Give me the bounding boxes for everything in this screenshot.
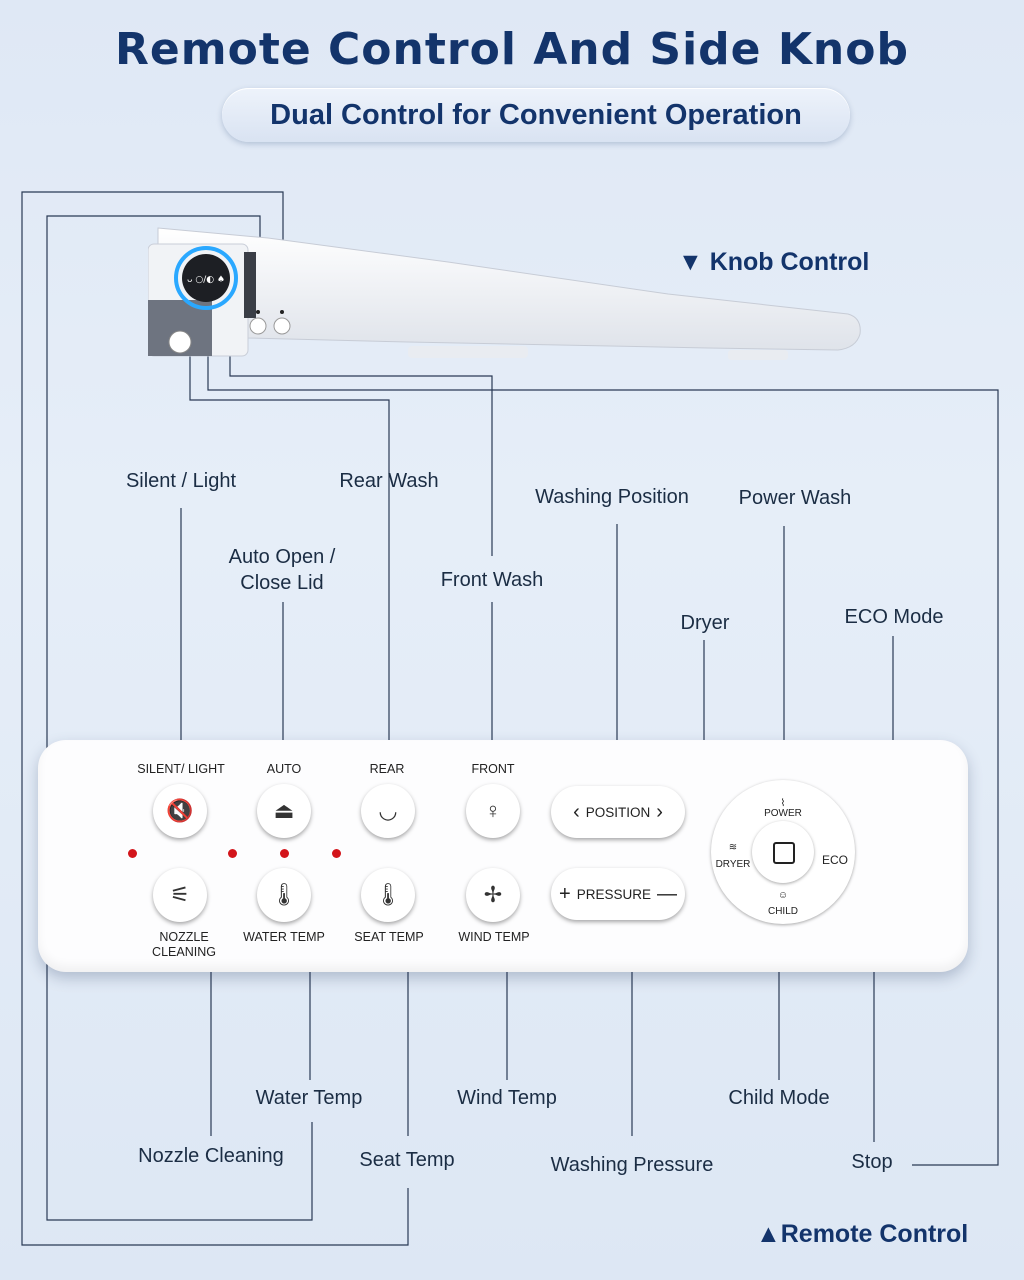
indicator-led xyxy=(228,849,237,858)
power-wash-icon: ⌇ xyxy=(780,798,786,809)
label-auto: AUTO xyxy=(266,762,302,776)
nozzle-icon: ⚟ xyxy=(170,882,190,907)
knob-control-label: ▼ Knob Control xyxy=(678,248,870,276)
plus-icon: + xyxy=(559,882,571,905)
wind-temp-button[interactable]: ✢ xyxy=(466,868,520,922)
svg-text:ᴗ ○/◐ ♠: ᴗ ○/◐ ♠ xyxy=(187,275,225,285)
pressure-button[interactable]: + PRESSURE — xyxy=(551,868,685,920)
rear-wash-icon: ◡ xyxy=(378,798,398,823)
callout-silent-light: Silent / Light xyxy=(125,470,237,492)
indicator-led xyxy=(280,849,289,858)
callout-power-wash: Power Wash xyxy=(738,487,852,509)
seat-temp-icon: 🌡 xyxy=(374,882,402,907)
remote-control: SILENT/ LIGHT AUTO REAR FRONT 🔇 ⏏ ◡ ♀ ⚟ … xyxy=(38,740,968,972)
front-wash-icon: ♀ xyxy=(484,798,502,823)
callout-water-temp: Water Temp xyxy=(255,1087,363,1109)
seat-temp-button[interactable]: 🌡 xyxy=(361,868,415,922)
label-wind-temp: WIND TEMP xyxy=(458,930,530,944)
water-temp-button[interactable]: 🌡 xyxy=(257,868,311,922)
toilet-seat-image: ᴗ ○/◐ ♠ xyxy=(148,227,861,360)
label-nozzle-cleaning: NOZZLE CLEANING xyxy=(152,930,216,959)
chevron-right-icon: › xyxy=(656,800,663,823)
remote-control-label: ▲Remote Control xyxy=(756,1220,969,1248)
child-icon: ☺ xyxy=(777,890,789,901)
dial-eco-label: ECO xyxy=(821,853,848,867)
label-front: FRONT xyxy=(471,762,515,776)
position-label: POSITION xyxy=(585,804,651,820)
callout-washing-pressure: Washing Pressure xyxy=(550,1154,714,1176)
stop-icon xyxy=(773,842,795,864)
minus-icon: — xyxy=(656,882,677,905)
mode-dial[interactable]: ⌇ POWER ≋ DRYER ECO ☺ CHILD xyxy=(711,780,855,924)
page-title: Remote Control And Side Knob xyxy=(115,24,909,75)
water-temp-icon: 🌡 xyxy=(270,882,298,907)
label-silent-light: SILENT/ LIGHT xyxy=(137,762,225,776)
position-button[interactable]: ‹ POSITION › xyxy=(551,786,685,838)
label-seat-temp: SEAT TEMP xyxy=(354,930,424,944)
callout-front-wash: Front Wash xyxy=(440,569,544,591)
dryer-icon: ≋ xyxy=(728,842,738,853)
callout-eco-mode: ECO Mode xyxy=(844,606,944,628)
speaker-mute-icon: 🔇 xyxy=(166,798,194,823)
callout-rear-wash: Rear Wash xyxy=(339,470,439,492)
chevron-left-icon: ‹ xyxy=(573,800,580,823)
indicator-led xyxy=(128,849,137,858)
label-rear: REAR xyxy=(369,762,405,776)
dial-child-label: CHILD xyxy=(767,906,798,917)
pressure-label: PRESSURE xyxy=(576,886,651,902)
rear-wash-button[interactable]: ◡ xyxy=(361,784,415,838)
callout-child-mode: Child Mode xyxy=(728,1087,830,1109)
auto-lid-button[interactable]: ⏏ xyxy=(257,784,311,838)
lid-icon: ⏏ xyxy=(273,798,295,823)
callout-auto-lid: Auto Open / Close Lid xyxy=(228,546,336,594)
silent-light-button[interactable]: 🔇 xyxy=(153,784,207,838)
callout-dryer: Dryer xyxy=(680,612,730,634)
callout-wind-temp: Wind Temp xyxy=(457,1087,557,1109)
callout-nozzle-cleaning: Nozzle Cleaning xyxy=(138,1145,284,1167)
nozzle-cleaning-button[interactable]: ⚟ xyxy=(153,868,207,922)
callout-stop: Stop xyxy=(851,1151,893,1173)
dial-dryer-label: DRYER xyxy=(715,859,751,870)
label-water-temp: WATER TEMP xyxy=(243,930,325,944)
indicator-led xyxy=(332,849,341,858)
wind-temp-icon: ✢ xyxy=(483,882,503,907)
stop-button[interactable] xyxy=(752,821,814,883)
subtitle: Dual Control for Convenient Operation xyxy=(222,88,850,142)
callout-washing-position: Washing Position xyxy=(535,486,689,508)
callout-seat-temp: Seat Temp xyxy=(359,1149,455,1171)
front-wash-button[interactable]: ♀ xyxy=(466,784,520,838)
dial-power-label: POWER xyxy=(764,808,802,819)
